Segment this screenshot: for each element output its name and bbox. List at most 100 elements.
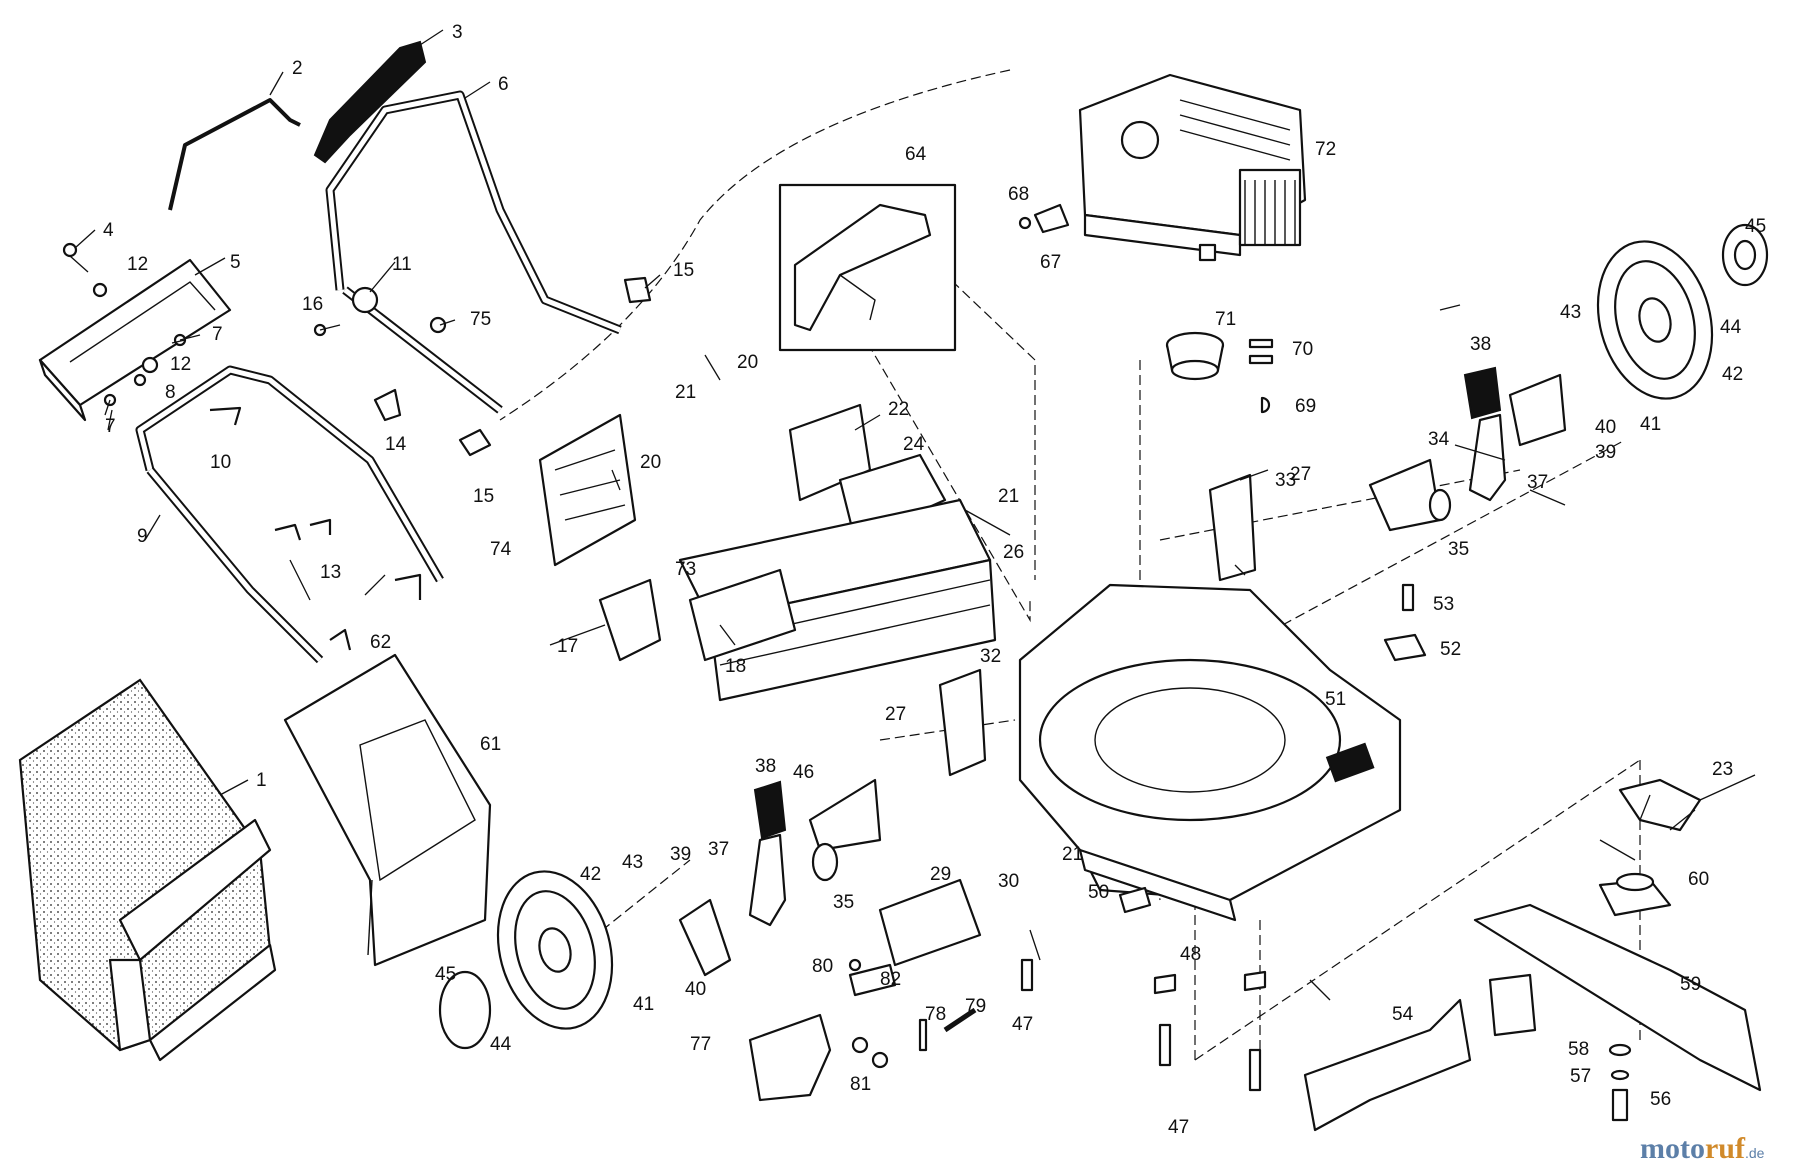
part-6-upper-handle xyxy=(325,90,622,414)
callout-40b: 40 xyxy=(685,979,706,1000)
callout-3: 3 xyxy=(452,22,463,43)
callout-text: 1 2 3 4 5 6 7 7 8 9 10 11 12 12 13 14 15… xyxy=(103,22,1766,1138)
part-1-grass-bag xyxy=(18,678,277,1062)
callout-62: 62 xyxy=(370,632,391,653)
part-32-33-brackets xyxy=(938,473,1257,777)
callout-37b: 37 xyxy=(708,839,729,860)
callout-71: 71 xyxy=(1215,309,1236,330)
callout-2: 2 xyxy=(292,58,303,79)
callout-69: 69 xyxy=(1295,396,1316,417)
part-3-handle-grip xyxy=(313,40,427,164)
part-5-rear-flap xyxy=(38,258,232,422)
callout-39b: 39 xyxy=(670,844,691,865)
part-37-levers xyxy=(748,413,1507,927)
callout-46: 46 xyxy=(793,762,814,783)
callout-41b: 41 xyxy=(633,994,654,1015)
part-69-key xyxy=(1260,396,1271,414)
callout-64: 64 xyxy=(905,144,927,165)
callout-53: 53 xyxy=(1433,594,1454,615)
callout-7a: 7 xyxy=(212,324,223,345)
part-82-cover xyxy=(878,878,982,967)
callout-20b: 20 xyxy=(640,452,661,473)
callout-45b: 45 xyxy=(435,964,456,985)
callout-22: 22 xyxy=(888,399,909,420)
watermark-suffix: .de xyxy=(1745,1145,1765,1161)
callout-59: 59 xyxy=(1680,974,1701,995)
callout-58: 58 xyxy=(1568,1039,1589,1060)
part-56-57-58-blade-hardware xyxy=(1608,1043,1632,1122)
callout-42a: 42 xyxy=(1722,364,1743,385)
callout-44b: 44 xyxy=(490,1034,512,1055)
part-67-68-hardware xyxy=(1018,203,1070,234)
part-45-hubcaps xyxy=(438,223,1769,1050)
callout-39a: 39 xyxy=(1595,442,1616,463)
callout-6: 6 xyxy=(498,74,509,95)
part-71-pulley xyxy=(1165,331,1225,381)
callout-27a: 27 xyxy=(1290,464,1311,485)
callout-54: 54 xyxy=(1392,1004,1414,1025)
callout-38a: 38 xyxy=(1470,334,1491,355)
part-61-bag-frame xyxy=(283,653,492,967)
motoruf-watermark: motoruf.de xyxy=(1640,1132,1765,1165)
watermark-part2: ruf xyxy=(1705,1132,1746,1165)
assembly-guide-lines xyxy=(499,69,1641,1061)
callout-80: 80 xyxy=(812,956,833,977)
part-17-bracket xyxy=(598,578,662,662)
callout-40a: 40 xyxy=(1595,417,1616,438)
callout-21c: 21 xyxy=(1062,844,1083,865)
part-50-52-53-hardware xyxy=(1118,583,1427,914)
callout-70: 70 xyxy=(1292,339,1313,360)
callout-57: 57 xyxy=(1570,1066,1591,1087)
callout-33: 33 xyxy=(1275,470,1296,491)
part-35-rollers xyxy=(811,488,1452,882)
part-39-brackets xyxy=(678,373,1567,977)
callout-30: 30 xyxy=(998,871,1019,892)
part-18-plate xyxy=(688,568,797,662)
callout-43b: 43 xyxy=(622,852,643,873)
part-38-knob-front xyxy=(753,780,787,840)
part-46-34-segments xyxy=(808,458,1442,852)
part-47-48-bolts xyxy=(1020,958,1267,1092)
part-60-adapter xyxy=(1598,872,1672,917)
callout-77: 77 xyxy=(690,1034,711,1055)
callout-73: 73 xyxy=(675,559,696,580)
part-42-front-wheel xyxy=(496,870,614,1030)
part-59-blade xyxy=(1473,903,1762,1092)
callout-13: 13 xyxy=(320,562,341,583)
callout-45a: 45 xyxy=(1745,216,1766,237)
part-38-knob-rear xyxy=(1463,366,1502,420)
part-77-cover xyxy=(748,1013,832,1102)
part-78-81-small-hardware xyxy=(848,958,977,1069)
watermark-part1: moto xyxy=(1640,1132,1705,1165)
callout-10: 10 xyxy=(210,452,231,473)
callout-15a: 15 xyxy=(673,260,694,281)
small-hardware-left xyxy=(62,242,652,651)
callout-27b: 27 xyxy=(885,704,906,725)
callout-82: 82 xyxy=(880,969,901,990)
callout-7b: 7 xyxy=(105,416,116,437)
callout-23: 23 xyxy=(1712,759,1733,780)
callout-14: 14 xyxy=(385,434,407,455)
callout-17: 17 xyxy=(557,636,578,657)
callout-11: 11 xyxy=(392,254,412,275)
callout-60: 60 xyxy=(1688,869,1709,890)
callout-29: 29 xyxy=(930,864,951,885)
callout-68: 68 xyxy=(1008,184,1029,205)
callout-12b: 12 xyxy=(170,354,191,375)
callout-18: 18 xyxy=(725,656,746,677)
callout-74: 74 xyxy=(490,539,512,560)
part-42-rear-wheel xyxy=(1596,240,1714,400)
part-23-baffle xyxy=(1618,778,1702,832)
part-9-lower-handle xyxy=(135,365,444,664)
callout-16: 16 xyxy=(302,294,323,315)
callout-26: 26 xyxy=(1003,542,1024,563)
callout-35a: 35 xyxy=(1448,539,1469,560)
callout-34: 34 xyxy=(1428,429,1450,450)
part-64-rear-door-inset xyxy=(778,183,957,352)
callout-1: 1 xyxy=(256,770,267,791)
callout-9: 9 xyxy=(137,526,148,547)
callout-61: 61 xyxy=(480,734,501,755)
callout-20a: 20 xyxy=(737,352,758,373)
part-24-deflector xyxy=(838,453,947,542)
